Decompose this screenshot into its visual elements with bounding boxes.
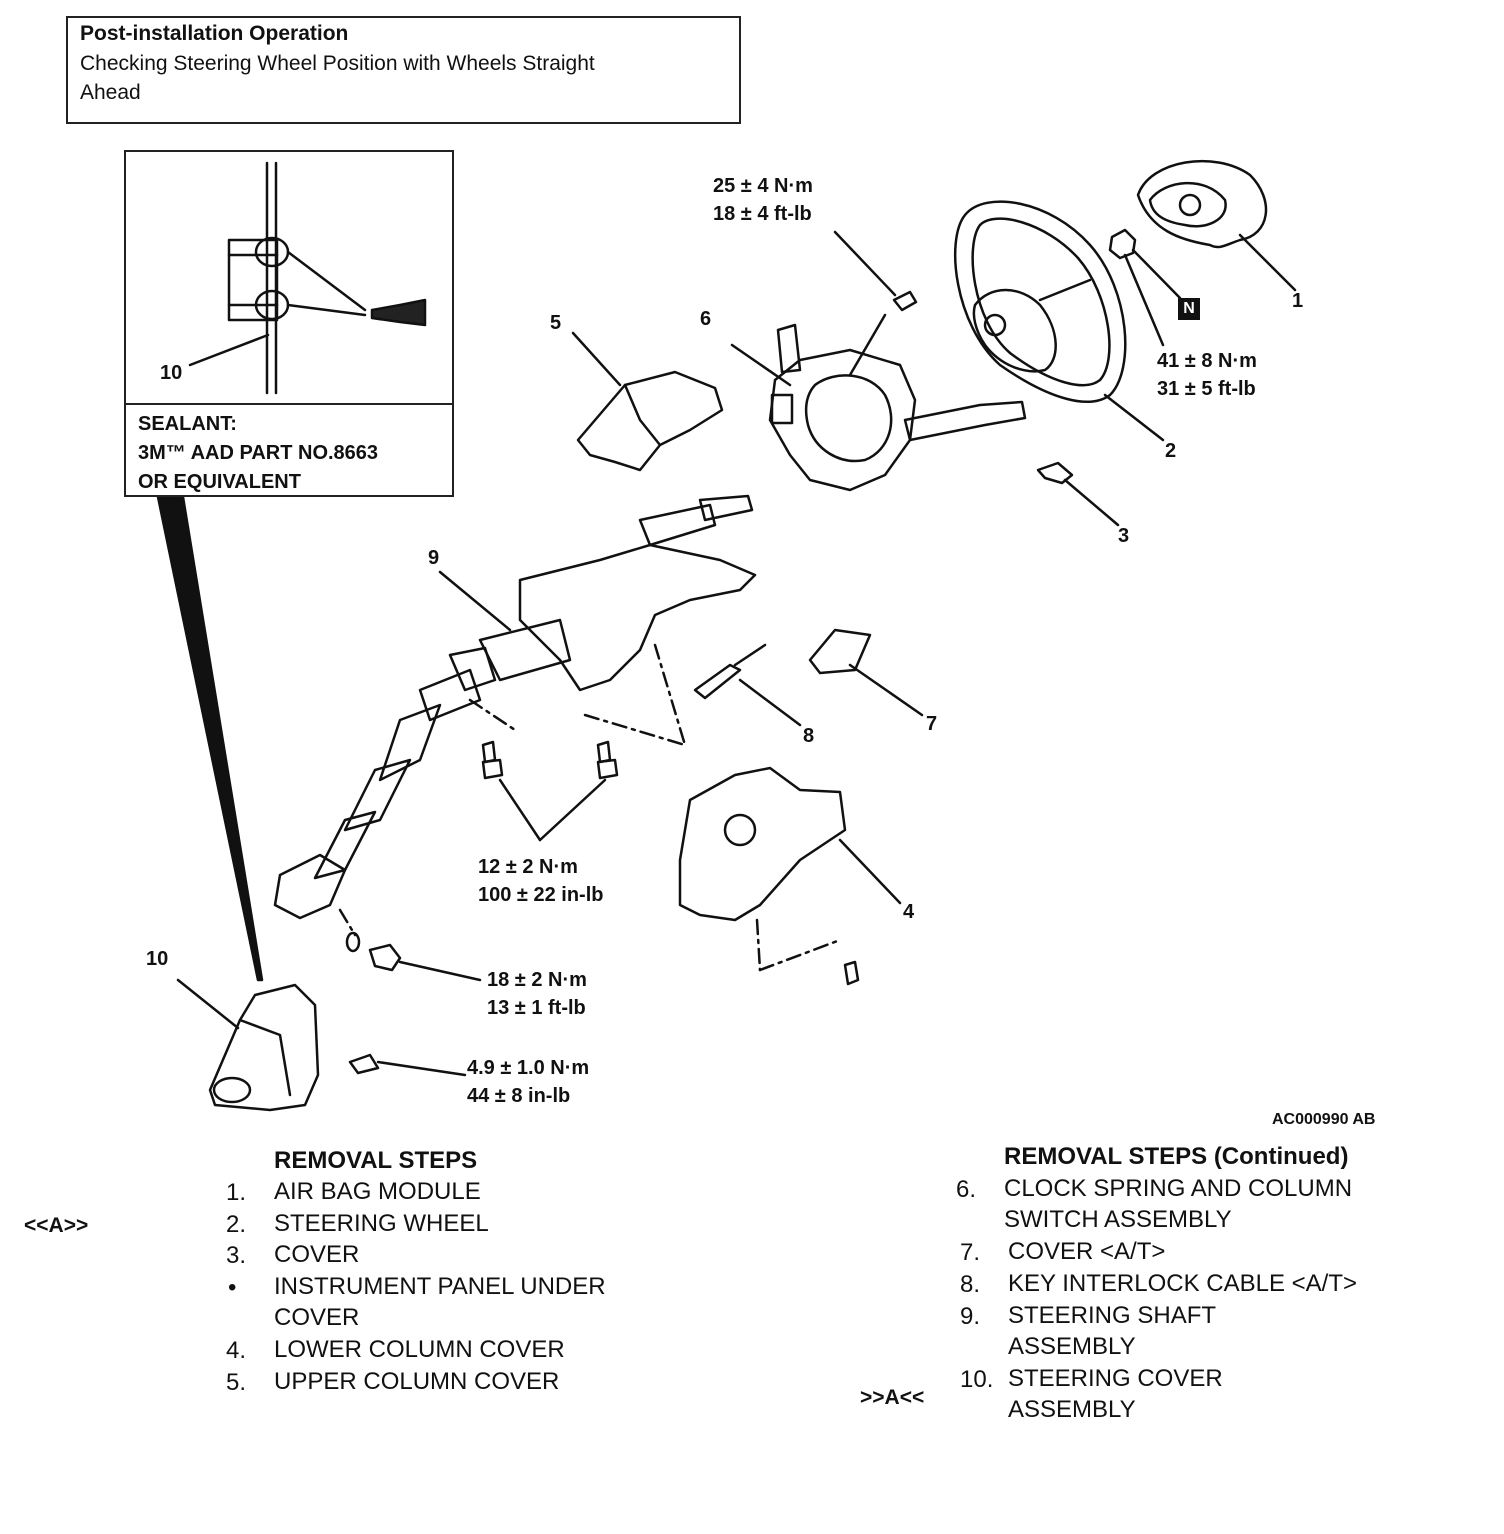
step-num: 5. bbox=[226, 1369, 247, 1396]
step-num: 1. bbox=[226, 1179, 247, 1206]
torque-shaft-bolt-nm: 18 ± 2 N·m bbox=[487, 969, 587, 991]
cover-at-shape bbox=[808, 628, 924, 717]
inset-sealant-sketch bbox=[188, 161, 427, 395]
step-text: STEERING WHEEL bbox=[274, 1210, 489, 1237]
steering-wheel-shape bbox=[954, 200, 1165, 442]
torque-wheel-nut-ftlb: 31 ± 5 ft-lb bbox=[1157, 378, 1256, 400]
step-num: 6. bbox=[956, 1176, 977, 1203]
callout-10: 10 bbox=[146, 948, 169, 970]
step-text: LOWER COLUMN COVER bbox=[274, 1336, 565, 1363]
upper-column-cover-shape bbox=[571, 331, 724, 472]
step-text: COVER bbox=[274, 1241, 360, 1268]
torque-cover-bolt-nm: 4.9 ± 1.0 N·m bbox=[467, 1057, 590, 1079]
callout-2: 2 bbox=[1165, 440, 1177, 462]
air-bag-module-shape bbox=[1136, 159, 1297, 292]
n-nut-mark: N bbox=[1178, 298, 1200, 320]
steering-wheel-nut-shape bbox=[1108, 228, 1182, 347]
step-text-cont: COVER bbox=[274, 1304, 360, 1331]
cover-3-shape bbox=[1036, 461, 1120, 527]
step-text: INSTRUMENT PANEL UNDER bbox=[274, 1273, 606, 1300]
step-num: 2. bbox=[226, 1211, 247, 1238]
key-interlock-cable-shape bbox=[693, 643, 802, 727]
column-bolts-shape bbox=[481, 740, 619, 842]
removal-steps-cont-heading: REMOVAL STEPS (Continued) bbox=[1004, 1143, 1349, 1170]
torque-column-bolt-inlb: 100 ± 22 in-lb bbox=[478, 884, 604, 906]
lower-column-cover-shape bbox=[678, 766, 902, 986]
callout-3: 3 bbox=[1118, 525, 1130, 547]
sealant-inset-box bbox=[124, 150, 454, 497]
step-num: 8. bbox=[960, 1271, 981, 1298]
clock-spring-column-switch-shape bbox=[730, 290, 1027, 492]
steering-shaft-shape bbox=[273, 494, 757, 920]
shaft-bolt-shape bbox=[345, 931, 482, 982]
callout-6: 6 bbox=[700, 308, 712, 330]
step-text-cont: SWITCH ASSEMBLY bbox=[1004, 1206, 1232, 1233]
sealant-line1: SEALANT: bbox=[138, 413, 237, 435]
post-installation-title: Post-installation Operation bbox=[80, 22, 349, 45]
inset-divider bbox=[124, 403, 454, 405]
step-text-cont: ASSEMBLY bbox=[1008, 1396, 1136, 1423]
step-text: STEERING SHAFT bbox=[1008, 1302, 1217, 1329]
post-installation-line1: Checking Steering Wheel Position with Wh… bbox=[80, 52, 595, 75]
step-text: AIR BAG MODULE bbox=[274, 1178, 481, 1205]
step-text: UPPER COLUMN COVER bbox=[274, 1368, 560, 1395]
step-text: CLOCK SPRING AND COLUMN bbox=[1004, 1175, 1353, 1202]
step-num: 4. bbox=[226, 1337, 247, 1364]
torque-column-bolt-nm: 12 ± 2 N·m bbox=[478, 856, 578, 878]
post-installation-box bbox=[66, 16, 741, 124]
torque-bolt-top-ftlb: 18 ± 4 ft-lb bbox=[713, 203, 812, 225]
torque-wheel-nut-nm: 41 ± 8 N·m bbox=[1157, 350, 1257, 372]
step-text: COVER <A/T> bbox=[1008, 1238, 1166, 1265]
post-installation-line2: Ahead bbox=[80, 81, 141, 104]
torque-bolt-top-nm: 25 ± 4 N·m bbox=[713, 175, 813, 197]
step-bullet: • bbox=[228, 1274, 237, 1301]
sealant-line3: OR EQUIVALENT bbox=[138, 471, 301, 493]
step-text: KEY INTERLOCK CABLE <A/T> bbox=[1008, 1270, 1358, 1297]
callout-7: 7 bbox=[926, 713, 938, 735]
steering-cover-shape bbox=[176, 978, 467, 1112]
step-num: 3. bbox=[226, 1242, 247, 1269]
step-text: STEERING COVER bbox=[1008, 1365, 1223, 1392]
callout-5: 5 bbox=[550, 312, 562, 334]
torque-cover-bolt-inlb: 44 ± 8 in-lb bbox=[467, 1085, 571, 1107]
callout-8: 8 bbox=[803, 725, 815, 747]
figure-code: AC000990 AB bbox=[1272, 1111, 1376, 1128]
torque-shaft-bolt-ftlb: 13 ± 1 ft-lb bbox=[487, 997, 586, 1019]
step-num: 7. bbox=[960, 1239, 981, 1266]
callout-9: 9 bbox=[428, 547, 440, 569]
installation-note-mark-a: >>A<< bbox=[860, 1386, 925, 1409]
callout-1: 1 bbox=[1292, 290, 1304, 312]
callout-4: 4 bbox=[903, 901, 915, 923]
sealant-line2: 3M™ AAD PART NO.8663 bbox=[138, 442, 379, 464]
step-text-cont: ASSEMBLY bbox=[1008, 1333, 1136, 1360]
bolt-leaders bbox=[338, 643, 842, 972]
inset-callout-10: 10 bbox=[160, 362, 183, 384]
removal-steps-heading: REMOVAL STEPS bbox=[274, 1147, 478, 1174]
step-num: 9. bbox=[960, 1303, 981, 1330]
inset-leader bbox=[156, 495, 264, 982]
step-num: 10. bbox=[960, 1366, 994, 1393]
removal-note-mark-a: <<A>> bbox=[24, 1214, 89, 1237]
